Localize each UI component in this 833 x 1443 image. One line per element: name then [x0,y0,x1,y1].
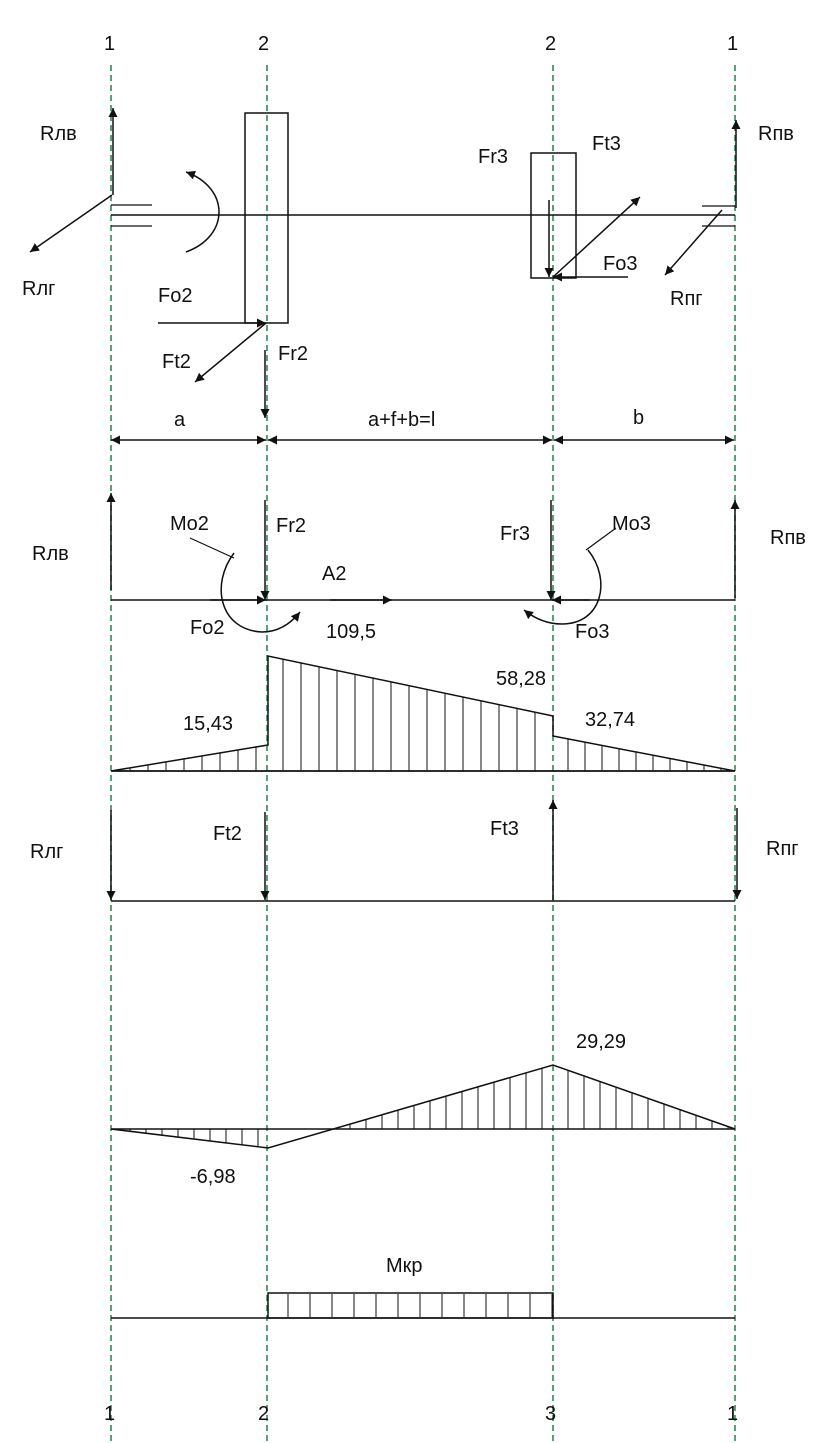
label-fr2: Fr2 [278,343,308,365]
gear-2-body [244,112,289,324]
torque-hatching [287,1294,553,1317]
vertical-moment-diagram: 15,43 109,5 58,28 32,74 [110,621,736,772]
label-ft2-2: Ft2 [213,823,242,845]
r-left-h-arrow [29,194,113,253]
torque-arc-icon [185,170,220,253]
section-guides [110,65,736,1443]
label-ft3-2: Ft3 [490,818,519,840]
vertical-moment-value-4: 32,74 [585,709,635,731]
vertical-moment-value-1: 15,43 [183,713,233,735]
section-label-bottom-4: 1 [727,1403,738,1425]
label-ft3: Ft3 [592,133,621,155]
section-label-top-4: 1 [727,33,738,55]
mo3-moment-arc-icon [523,549,602,625]
vertical-moment-value-2: 109,5 [326,621,376,643]
label-ft2: Ft2 [162,351,191,373]
mo3-leader [585,527,617,551]
section-label-bottom-1: 1 [104,1403,115,1425]
vertical-moment-hatching [129,659,722,771]
section-label-bottom-3: 3 [545,1403,556,1425]
label-fr3: Fr3 [478,146,508,168]
section-label-top-1: 1 [104,33,115,55]
label-r-left-v: Rлв [40,123,77,145]
section-label-top-3: 2 [545,33,556,55]
dimension-line: a a+f+b=l b [111,407,734,445]
torque-diagram: Мкр [111,1255,735,1319]
horizontal-moment-outline [110,1064,736,1149]
label-r-right-v: Rпв [758,123,794,145]
label-r-left-v-2: Rлв [32,543,69,565]
spatial-scheme: Rлв Rлг Rпв Rпг Fo2 Ft2 Fr2 Fr3 Ft3 Fo3 [22,108,794,418]
label-r-left-h-2: Rлг [30,841,63,863]
label-r-right-h-2: Rпг [766,838,799,860]
torque-block [267,1292,554,1319]
dim-label-middle: a+f+b=l [368,409,435,431]
ft3-arrow [552,196,641,278]
label-r-right-v-2: Rпв [770,527,806,549]
label-fo2: Fo2 [158,285,192,307]
label-fo2-2: Fo2 [190,617,224,639]
vertical-moment-value-3: 58,28 [496,668,546,690]
section-label-top-2: 2 [258,33,269,55]
r-right-h-arrow [664,209,723,276]
section-label-bottom-2: 2 [258,1403,269,1425]
label-fr3-2: Fr3 [500,523,530,545]
mo2-leader [189,537,235,559]
vertical-plane-scheme: Rлв Rпв Mo2 Fr2 A2 Fr3 Mo3 Fo2 Fo3 [32,493,806,643]
horizontal-plane-scheme: Rлг Ft2 Ft3 Rпг [30,800,799,902]
label-r-right-h: Rпг [670,288,703,310]
dim-label-b: b [633,407,644,429]
dim-label-a: a [174,409,186,431]
label-mo3: Mo3 [612,513,651,535]
ft2-arrow [194,322,267,383]
torque-label: Мкр [386,1255,423,1277]
label-a2: A2 [322,563,346,585]
label-r-left-h: Rлг [22,278,55,300]
vertical-moment-outline [110,655,736,772]
mo2-moment-arc-icon [220,552,301,633]
horizontal-moment-hatching [129,1068,729,1147]
horizontal-moment-value-2: 29,29 [576,1031,626,1053]
label-fo3-2: Fo3 [575,621,609,643]
horizontal-moment-value-1: -6,98 [190,1166,236,1188]
label-fr2-2: Fr2 [276,515,306,537]
label-mo2: Mo2 [170,513,209,535]
label-fo3: Fo3 [603,253,637,275]
horizontal-moment-diagram: -6,98 29,29 [110,1031,736,1188]
